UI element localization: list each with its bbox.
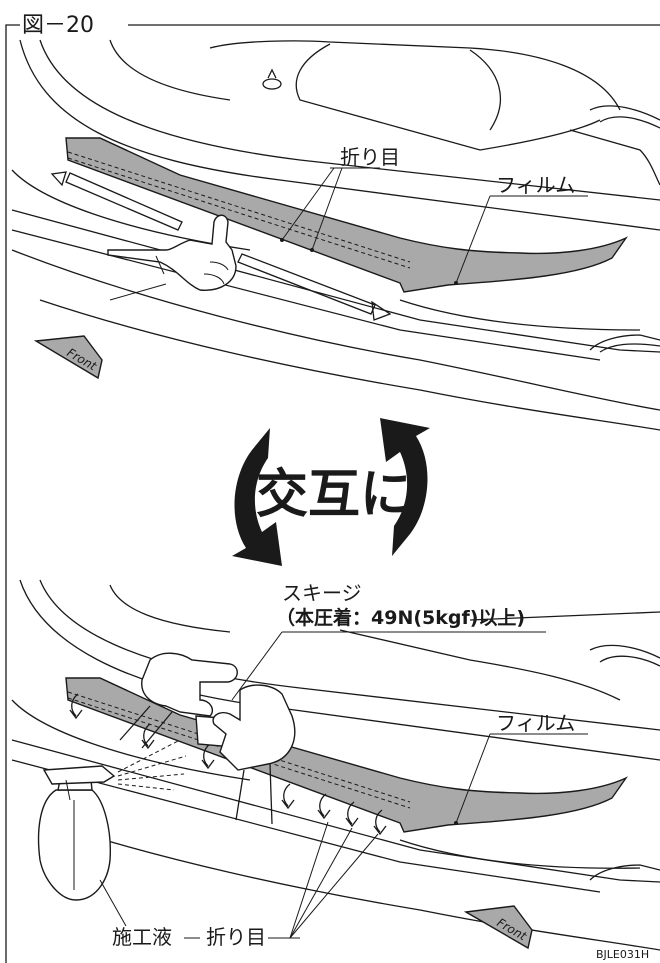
film-strip-bottom xyxy=(65,677,629,833)
front-arrow-top: Front xyxy=(33,335,103,380)
curved-arrow-right xyxy=(380,418,430,556)
curved-arrow-left xyxy=(232,428,282,566)
image-code: BJLE031H xyxy=(596,948,649,961)
film-label-bottom: フィルム xyxy=(496,711,575,735)
figure-frame xyxy=(5,24,660,963)
slide-arrow-left xyxy=(50,171,183,231)
spray-bottle xyxy=(37,739,187,901)
figure-title: 図－20 xyxy=(22,13,94,38)
alternate-arrows: 交互に xyxy=(232,418,430,566)
fold-label-top: 折り目 xyxy=(340,145,400,169)
liquid-label: 施工液 xyxy=(112,925,172,949)
bottom-panel: スキージ （本圧着：49N(5kgf)以上) フィルム 施工液 折り目 Fron… xyxy=(11,579,660,951)
squeegee-hands xyxy=(119,652,296,825)
squeegee-label: スキージ xyxy=(282,581,362,605)
fold-label-bottom: 折り目 xyxy=(206,925,266,949)
fold-arrows xyxy=(69,693,387,836)
pressing-hand xyxy=(107,214,237,301)
film-label-top: フィルム xyxy=(496,173,575,197)
front-arrow-bottom: Front xyxy=(463,905,533,950)
alternate-label: 交互に xyxy=(256,465,412,525)
slide-arrow-right xyxy=(237,253,392,321)
film-strip-top xyxy=(65,137,629,293)
top-panel: 折り目 フィルム Front xyxy=(11,39,660,431)
pressure-label: （本圧着：49N(5kgf)以上) xyxy=(276,606,525,629)
